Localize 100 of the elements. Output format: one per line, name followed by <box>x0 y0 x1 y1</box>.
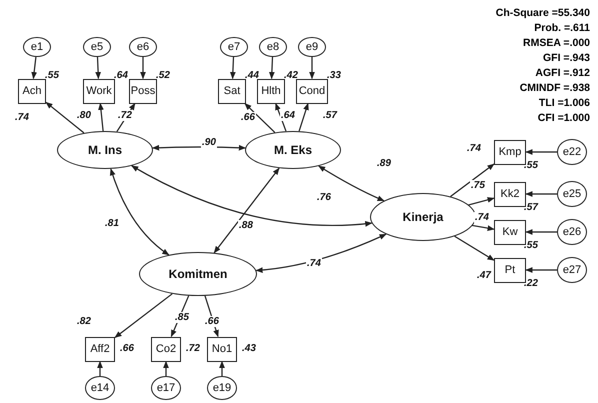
indicator-box: Cond <box>296 78 328 104</box>
edge-label: .80 <box>76 110 92 121</box>
error-term-circle: e17 <box>151 376 181 400</box>
value-label: .33 <box>327 70 341 80</box>
error-term-circle: e6 <box>129 37 157 57</box>
indicator-box: Poss <box>129 78 157 104</box>
value-label: .55 <box>45 70 59 80</box>
value-label: .42 <box>284 70 298 80</box>
arrow <box>525 149 557 155</box>
error-term-circle: e9 <box>298 37 326 57</box>
arrow <box>114 293 173 338</box>
edge-label: .66 <box>204 316 220 327</box>
edge-label: .74 <box>474 212 490 223</box>
edge-label: .74 <box>306 258 322 269</box>
arrow <box>95 56 101 80</box>
edge-label: .47 <box>476 270 492 281</box>
value-label: .44 <box>245 70 259 80</box>
arrow <box>140 57 146 80</box>
edge-label: .57 <box>322 110 338 121</box>
double-headed-arrow <box>318 165 385 202</box>
double-headed-arrow <box>131 165 372 227</box>
error-term-circle: e1 <box>23 37 51 57</box>
arrow <box>170 295 190 338</box>
indicator-box: Kmp <box>494 140 526 164</box>
latent-variable-ellipse: M. Eks <box>245 131 341 169</box>
edge-label: .72 <box>117 110 133 121</box>
arrow <box>472 224 495 231</box>
value-label: .55 <box>524 160 538 170</box>
value-label: .22 <box>524 278 538 288</box>
fit-statistic: RMSEA =.000 <box>522 36 590 51</box>
value-label: .66 <box>120 343 134 354</box>
edge-label: .81 <box>104 218 120 229</box>
edge-label: .75 <box>470 180 486 191</box>
arrow <box>244 103 276 133</box>
edge-label: .82 <box>76 316 92 327</box>
edge-label: .64 <box>280 110 296 121</box>
value-label: .57 <box>524 202 538 212</box>
arrow <box>525 191 557 197</box>
indicator-box: Kk2 <box>494 182 526 206</box>
arrow <box>450 164 495 197</box>
double-headed-arrow <box>214 168 280 254</box>
indicator-box: Kw <box>494 220 526 244</box>
indicator-box: Aff2 <box>85 336 115 362</box>
edge-label: .88 <box>238 220 254 231</box>
edge-label: .66 <box>240 112 256 123</box>
arrow <box>163 360 169 376</box>
arrow <box>45 102 84 134</box>
fit-statistic: AGFI =.912 <box>534 66 590 81</box>
indicator-box: Pt <box>494 258 526 282</box>
fit-statistic: TLI =1.006 <box>538 96 590 111</box>
edge-label: .85 <box>174 312 190 323</box>
error-term-circle: e14 <box>85 376 115 400</box>
fit-statistic: Ch-Square =55.340 <box>496 6 590 21</box>
double-headed-arrow <box>255 234 387 273</box>
arrow <box>275 102 287 132</box>
error-term-circle: e26 <box>557 219 587 245</box>
fit-statistic: CFI =1.000 <box>536 111 590 126</box>
error-term-circle: e25 <box>557 181 587 207</box>
edge-label: .89 <box>376 158 392 169</box>
indicator-box: Work <box>83 78 115 104</box>
edge-label: .74 <box>14 112 30 123</box>
value-label: .52 <box>156 70 170 80</box>
arrow <box>98 102 104 132</box>
fit-statistic: GFI =.943 <box>542 51 590 66</box>
indicator-box: Hlth <box>257 78 285 104</box>
edge-label: .90 <box>201 137 217 148</box>
arrow <box>230 56 236 80</box>
fit-statistic: Prob. =.611 <box>533 21 590 36</box>
arrow <box>204 296 219 338</box>
edge-label: .74 <box>466 143 482 154</box>
arrow <box>97 360 103 376</box>
error-term-circle: e5 <box>83 37 111 57</box>
arrow <box>269 56 275 80</box>
edge-label: .76 <box>316 192 332 203</box>
latent-variable-ellipse: M. Ins <box>57 131 153 169</box>
arrow <box>298 102 309 132</box>
error-term-circle: e19 <box>207 376 237 400</box>
latent-variable-ellipse: Kinerja <box>370 193 476 241</box>
value-label: .55 <box>524 240 538 250</box>
value-label: .64 <box>114 70 128 80</box>
indicator-box: No1 <box>207 336 237 362</box>
arrow <box>525 229 557 235</box>
arrow <box>454 236 495 261</box>
arrow <box>525 267 557 273</box>
indicator-box: Ach <box>18 78 46 104</box>
error-term-circle: e7 <box>220 37 248 57</box>
double-headed-arrow <box>152 144 246 151</box>
value-label: .43 <box>242 343 256 354</box>
error-term-circle: e8 <box>259 37 287 57</box>
indicator-box: Co2 <box>151 336 181 362</box>
indicator-box: Sat <box>218 78 246 104</box>
value-label: .72 <box>186 343 200 354</box>
arrow <box>309 57 315 80</box>
arrow <box>468 197 495 206</box>
fit-statistic: CMINDF =.938 <box>518 81 590 96</box>
arrow <box>219 360 225 376</box>
error-term-circle: e22 <box>557 139 587 165</box>
error-term-circle: e27 <box>557 257 587 283</box>
arrow <box>31 56 37 80</box>
double-headed-arrow <box>110 168 170 256</box>
